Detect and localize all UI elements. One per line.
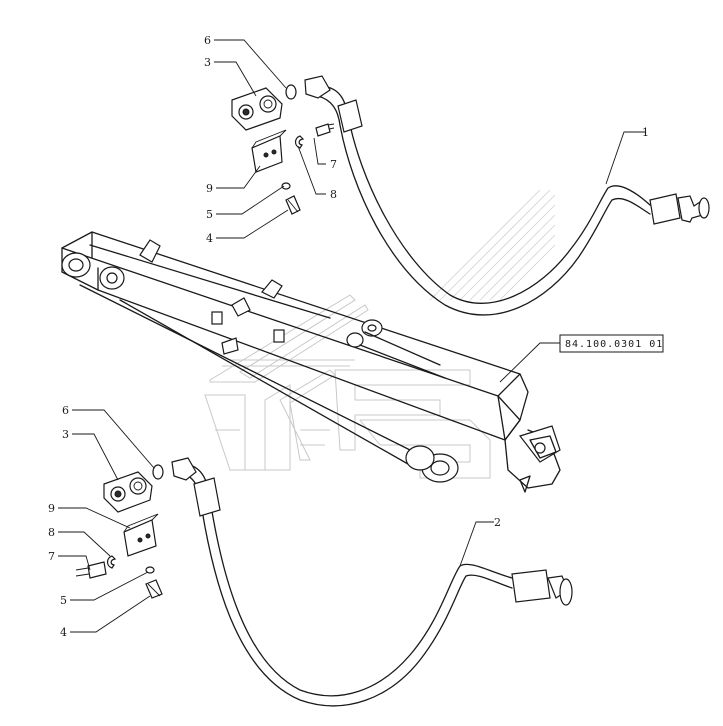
hose-2	[171, 457, 573, 707]
callout-6-bottom: 6	[62, 404, 69, 417]
bottom-leaders	[58, 409, 494, 633]
boom-arm	[61, 231, 561, 493]
callout-4-top: 4	[206, 232, 213, 245]
bottom-callouts: 6 3 9 8 7 5 4 2	[48, 404, 501, 639]
callout-9-top: 9	[206, 182, 213, 195]
top-clamp-set	[231, 84, 335, 215]
hose-1	[304, 75, 710, 316]
callout-4-bottom: 4	[60, 626, 67, 639]
reference-code-label: 84.100.0301 01	[565, 339, 663, 350]
callout-5-top: 5	[206, 208, 213, 221]
top-leaders	[214, 39, 646, 239]
callout-1: 1	[642, 126, 649, 139]
callout-8-top: 8	[330, 188, 337, 201]
callout-3-bottom: 3	[62, 428, 69, 441]
callout-3-top: 3	[204, 56, 211, 69]
bottom-clamp-set	[75, 464, 164, 599]
callout-8-bottom: 8	[48, 526, 55, 539]
top-callouts: 6 3 9 5 4 7 8 1	[204, 34, 649, 245]
callout-7-bottom: 7	[48, 550, 55, 563]
callout-2: 2	[494, 516, 501, 529]
callout-7-top: 7	[330, 158, 337, 171]
callout-6-top: 6	[204, 34, 211, 47]
callout-9-bottom: 9	[48, 502, 55, 515]
reference-code-box: 84.100.0301 01	[499, 334, 664, 383]
callout-5-bottom: 5	[60, 594, 67, 607]
